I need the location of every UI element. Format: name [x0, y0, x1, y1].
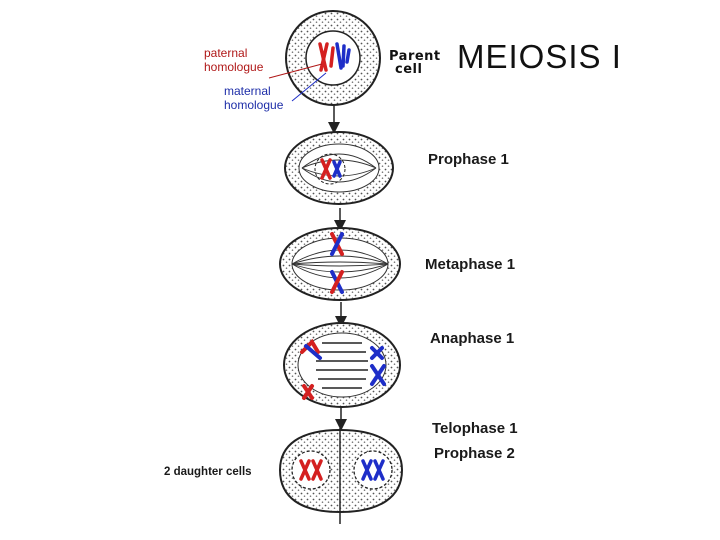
prophase1-cell	[284, 131, 394, 205]
parent-label-line2: cell	[395, 62, 423, 77]
stage-label-prophase1: Prophase 1	[428, 151, 509, 168]
stage-label-telophase1: Telophase 1	[432, 420, 518, 437]
maternal-line1: maternal	[224, 84, 271, 98]
diagram-title: MEIOSIS I	[457, 38, 622, 75]
parent-label-line1: Parent	[389, 49, 441, 64]
stage-label-prophase2: Prophase 2	[434, 445, 515, 462]
maternal-homologue-label: maternal homologue	[224, 84, 283, 112]
homologue-pointers	[268, 63, 327, 102]
parent-cell	[285, 10, 381, 106]
parent-cell-label: Parent cell	[389, 50, 441, 76]
paternal-homologue-label: paternal homologue	[204, 46, 263, 74]
telophase1-cells	[278, 428, 404, 524]
stage-arrows	[328, 103, 347, 431]
anaphase1-cell	[283, 322, 401, 408]
metaphase1-cell	[279, 227, 401, 301]
maternal-line2: homologue	[224, 98, 284, 112]
stage-label-anaphase1: Anaphase 1	[430, 330, 515, 347]
stage-label-metaphase1: Metaphase 1	[425, 256, 516, 273]
paternal-line2: homologue	[204, 60, 264, 74]
paternal-line1: paternal	[204, 46, 248, 60]
daughter-cells-label: 2 daughter cells	[164, 466, 252, 478]
